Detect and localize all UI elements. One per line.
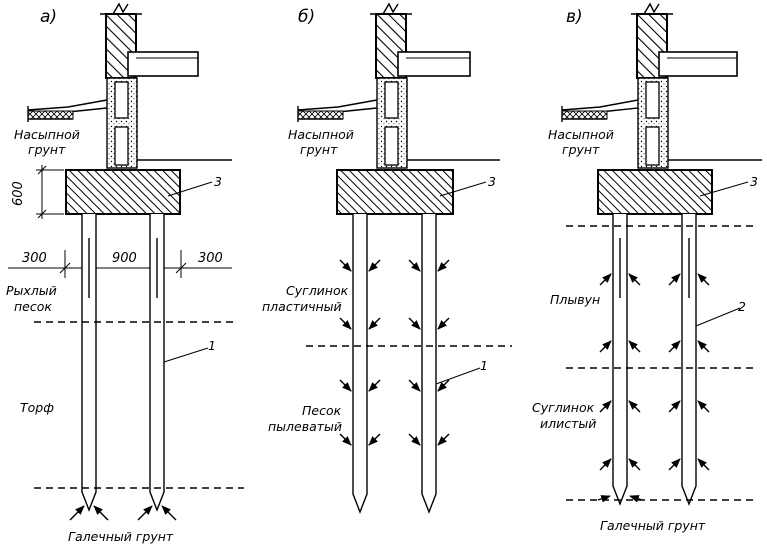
pile-label: 1 <box>208 338 216 353</box>
soil-layer-label: песок <box>14 299 52 314</box>
soil-layer-label: Суглинок <box>286 283 349 298</box>
bottom-layer-label: Галечный грунт <box>600 518 706 533</box>
dimension-label: 300 <box>198 251 223 266</box>
leader-line <box>439 181 487 197</box>
friction-arrows <box>597 273 710 503</box>
leader-line <box>695 307 741 327</box>
wall <box>370 2 471 169</box>
wall <box>100 2 199 169</box>
panel-a-letter: а) <box>40 7 57 27</box>
pile-cap <box>597 169 713 215</box>
dimension-vertical: 600 <box>11 165 64 219</box>
pile <box>681 214 697 506</box>
pile <box>421 214 437 514</box>
fill-label: Насыпной <box>548 127 614 142</box>
fill-label: грунт <box>300 142 338 157</box>
leader-line <box>435 367 481 385</box>
friction-arrows <box>339 259 450 446</box>
panel-a: а) Насыпной грунт 3 <box>6 2 244 544</box>
fill-label: Насыпной <box>288 127 354 142</box>
wall <box>631 2 738 169</box>
pile <box>612 214 628 506</box>
panel-b-letter: б) <box>298 7 315 27</box>
dimension-label: 900 <box>112 251 137 266</box>
soil-layer-label: Песок <box>302 403 342 418</box>
cap-label: 3 <box>750 174 758 189</box>
pile <box>352 214 368 514</box>
fill-label: Насыпной <box>14 127 80 142</box>
fill-label: грунт <box>28 142 66 157</box>
panel-c-letter: в) <box>566 7 583 27</box>
fill-label: грунт <box>562 142 600 157</box>
leader-line <box>163 347 209 363</box>
panel-b: б) Насыпной грунт 3 <box>262 2 512 514</box>
dimension-label: 300 <box>22 251 47 266</box>
soil-layer-label: Рыхлый <box>6 283 57 298</box>
cap-label: 3 <box>214 174 222 189</box>
floor-slab <box>561 99 639 122</box>
soil-layer-label: илистый <box>540 416 596 431</box>
floor-slab <box>27 99 108 122</box>
panel-c: в) Насыпной грунт 3 <box>532 2 762 533</box>
soil-layer-label: пластичный <box>262 299 342 314</box>
pile-label: 1 <box>480 358 488 373</box>
pile <box>149 214 165 512</box>
soil-layer-label: Торф <box>20 400 54 415</box>
soil-layer-label: Плывун <box>550 292 600 307</box>
pile-label: 2 <box>738 299 746 314</box>
pile-cap <box>65 169 181 215</box>
floor-slab <box>297 99 378 122</box>
bottom-layer-label: Галечный грунт <box>68 529 174 544</box>
dimension-label: 600 <box>11 181 26 206</box>
dimension-horizontal: 300 900 300 <box>8 250 232 278</box>
pile-cap <box>336 169 454 215</box>
soil-layer-label: Суглинок <box>532 400 595 415</box>
tip-arrows <box>69 505 177 521</box>
pile <box>81 214 97 512</box>
leader-line <box>167 181 213 197</box>
cap-label: 3 <box>488 174 496 189</box>
soil-layer-label: пылеватый <box>268 419 342 434</box>
leader-line <box>699 181 749 197</box>
